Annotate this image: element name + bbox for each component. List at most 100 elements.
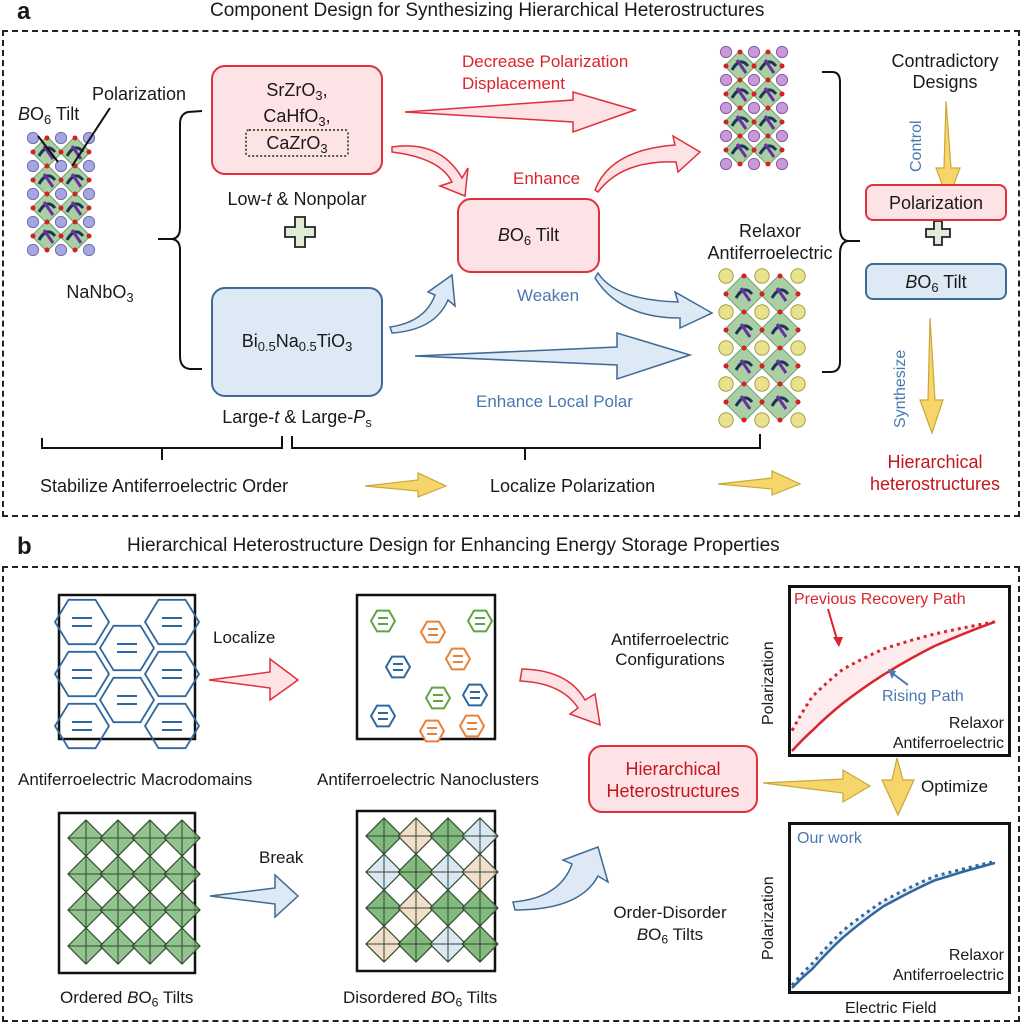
panel-a-letter: a: [17, 0, 31, 25]
label-bo6-tilt: BO6 Tilt: [18, 104, 79, 126]
label-localize: Localize: [213, 628, 276, 647]
a-site-atom: [54, 159, 68, 173]
polarization-arrow: [763, 115, 776, 130]
nanocluster-hexagon: [369, 609, 397, 633]
polarization-arrow: [70, 173, 83, 188]
bnt-tio: TiO: [316, 331, 346, 351]
a-site-atom: [719, 45, 733, 59]
polarization-arrow: [775, 323, 788, 338]
oxygen-atom: [723, 119, 729, 125]
domain-hexagon: [143, 598, 201, 646]
right-o: O: [917, 272, 932, 292]
bnt-bi: Bi: [241, 331, 258, 351]
a-site-atom: [790, 304, 806, 320]
polarization-arrow: [775, 287, 788, 302]
plus-icon-left: [284, 216, 316, 248]
nanocluster-hexagon: [369, 704, 397, 728]
cazro3-sub: 3: [320, 140, 328, 156]
caption-t2: t: [274, 407, 280, 427]
configurations-line1: Antiferroelectric: [610, 630, 730, 649]
plot2-xlabel: Electric Field: [845, 1000, 937, 1017]
oxygen-atom: [777, 273, 783, 279]
center-o: O: [509, 225, 524, 245]
relaxor-line1: Relaxor: [738, 221, 802, 241]
center-rest: Tilt: [531, 225, 560, 245]
polarization-arrow: [42, 173, 55, 188]
oxygen-atom: [795, 399, 801, 405]
oxygen-atom: [765, 161, 771, 167]
oxygen-atom: [765, 49, 771, 55]
polarization-arrow: [42, 229, 55, 244]
oxygen-atom: [741, 381, 747, 387]
nanocluster-hexagon: [384, 655, 412, 679]
oxygen-atom: [741, 345, 747, 351]
a-site-atom: [54, 187, 68, 201]
bo6-b: B: [18, 104, 31, 124]
oxygen-atom: [741, 309, 747, 315]
bo6-center-text: BO6 Tilt: [459, 225, 598, 247]
right-rest: Tilt: [938, 272, 967, 292]
caption-low: Low-: [227, 189, 267, 209]
arrow-configurations-curve: [519, 668, 601, 727]
label-macrodomains: Antiferroelectric Macrodomains: [18, 770, 253, 789]
oxygen-atom: [723, 327, 729, 333]
polarization-arrow: [775, 359, 788, 374]
ordered-tilts-image: [57, 811, 201, 975]
nanocluster-hexagon: [461, 683, 489, 707]
oxygen-atom: [765, 133, 771, 139]
panel-b-title: Hierarchical Heterostructure Design for …: [127, 535, 780, 556]
oxygen-atom: [777, 309, 783, 315]
oxygen-atom: [58, 149, 64, 155]
oxygen-atom: [72, 247, 78, 253]
a-site-atom: [54, 215, 68, 229]
a-site-atom: [790, 376, 806, 392]
od-post: Tilts: [668, 925, 704, 944]
oxygen-atom: [759, 327, 765, 333]
a-site-atom: [754, 340, 770, 356]
domain-hexagon: [98, 624, 156, 672]
oxygen-atom: [723, 399, 729, 405]
oxygen-atom: [779, 147, 785, 153]
oxygen-atom: [723, 63, 729, 69]
arrow-yellow-1: [364, 472, 448, 498]
oxygen-atom: [751, 91, 757, 97]
od-b: B: [636, 925, 649, 944]
polarization-arrow: [70, 201, 83, 216]
bnt-s3: 3: [345, 338, 353, 354]
line-srzro3: SrZrO3,: [213, 77, 381, 103]
oxygen-atom: [723, 291, 729, 297]
label-disordered-tilts: Disordered BO6 Tilts: [343, 988, 497, 1009]
plot2-ylabel: Polarization: [760, 876, 777, 960]
domain-hexagon: [143, 702, 201, 750]
srzro3-main: SrZrO: [266, 80, 316, 100]
hysteresis-area: [792, 621, 995, 751]
nanocluster-hexagon: [466, 609, 494, 633]
plot1-corner-line2: Antiferroelectric: [892, 735, 1004, 752]
oxygen-atom: [737, 161, 743, 167]
oxygen-atom: [72, 219, 78, 225]
a-site-atom: [775, 73, 789, 87]
contradictory-line1: Contradictory: [891, 51, 999, 71]
polarization-arrow: [735, 87, 748, 102]
a-site-atom: [775, 45, 789, 59]
decrease-line1: Decrease Polarization: [462, 52, 629, 71]
caption-ps: s: [365, 414, 372, 430]
series-line-solid: [791, 620, 996, 752]
a-site-atom: [719, 73, 733, 87]
polarization-text: Polarization: [888, 193, 984, 213]
a-site-atom: [790, 268, 806, 284]
disordered-b: B: [430, 988, 443, 1007]
domain-hexagon: [53, 702, 111, 750]
oxygen-atom: [777, 345, 783, 351]
right-brace: [822, 71, 860, 373]
a-site-atom: [54, 131, 68, 145]
a-site-atom: [747, 73, 761, 87]
a-site-atom: [754, 268, 770, 284]
domain-hexagon: [98, 676, 156, 724]
oxygen-atom: [751, 147, 757, 153]
a-site-atom: [718, 268, 734, 284]
